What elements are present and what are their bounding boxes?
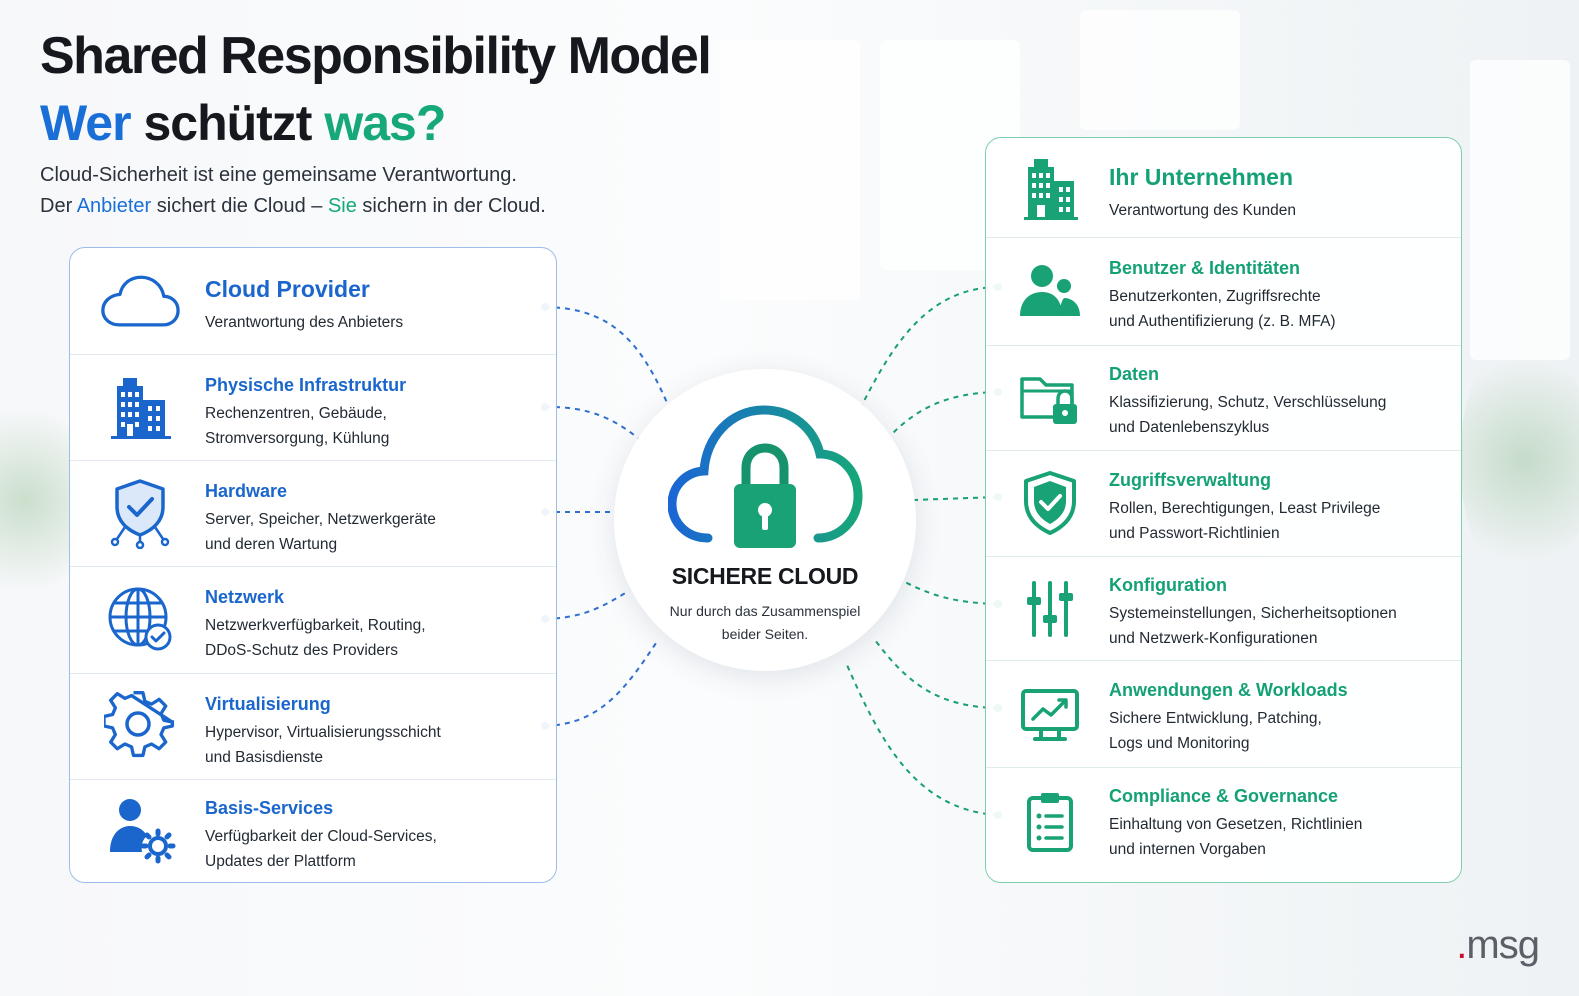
provider-item-virtualization: Virtualisierung Hypervisor, Virtualisier… bbox=[70, 673, 556, 779]
connector-virtualization bbox=[544, 639, 659, 727]
customer-title: Ihr Unternehmen bbox=[1109, 164, 1294, 190]
item-desc-line-1: Netzwerkverfügbarkeit, Routing, bbox=[205, 617, 426, 634]
page-title: Shared Responsibility Model bbox=[40, 27, 712, 85]
provider-panel: Cloud Provider Verantwortung des Anbiete… bbox=[69, 247, 557, 883]
subtitle-protects: schützt bbox=[130, 95, 325, 151]
item-desc-line-2: und Authentifizierung (z. B. MFA) bbox=[1109, 312, 1336, 330]
item-title: Anwendungen & Workloads bbox=[1109, 680, 1348, 700]
intro-text-part: Der bbox=[40, 195, 77, 217]
globe-icon bbox=[100, 583, 180, 655]
item-desc-line-1: Sichere Entwicklung, Patching, bbox=[1109, 710, 1322, 727]
item-title: Hardware bbox=[205, 481, 288, 501]
connector-users bbox=[861, 286, 999, 406]
building-icon bbox=[100, 371, 180, 443]
provider-item-base-services: Basis-Services Verfügbarkeit der Cloud-S… bbox=[70, 779, 556, 882]
item-desc-line-1: Systemeinstellungen, Sicherheitsoptionen bbox=[1109, 605, 1397, 622]
monitor-chart-icon bbox=[1010, 679, 1090, 751]
shield-check-icon bbox=[100, 477, 180, 549]
center-description: Nur durch das Zusammenspiel beider Seite… bbox=[669, 603, 861, 642]
item-desc-line-2: Logs und Monitoring bbox=[1109, 734, 1250, 752]
item-desc-line-2: und internen Vorgaben bbox=[1109, 840, 1266, 858]
provider-title: Cloud Provider bbox=[205, 276, 370, 302]
item-desc-line-2: Updates der Plattform bbox=[205, 852, 356, 870]
item-desc-line-1: Rechenzentren, Gebäude, bbox=[205, 405, 387, 422]
item-desc-line-1: Verfügbarkeit der Cloud-Services, bbox=[205, 828, 437, 845]
item-desc-line-2: und Passwort-Richtlinien bbox=[1109, 524, 1280, 542]
provider-item-physical: Physische Infrastruktur Rechenzentren, G… bbox=[70, 354, 556, 460]
customer-item-users: Benutzer & Identitäten Benutzerkonten, Z… bbox=[986, 237, 1461, 345]
intro-customer-word: Sie bbox=[327, 195, 357, 217]
logo-dot: . bbox=[1456, 923, 1467, 967]
item-title: Virtualisierung bbox=[205, 694, 331, 714]
item-title: Basis-Services bbox=[205, 798, 334, 818]
item-desc-line-1: Benutzerkonten, Zugriffsrechte bbox=[1109, 288, 1321, 305]
intro-line-1: Cloud-Sicherheit ist eine gemeinsame Ver… bbox=[40, 164, 517, 186]
clipboard-icon bbox=[1010, 786, 1090, 858]
shield-check-icon bbox=[1010, 467, 1090, 539]
subtitle-what: was? bbox=[324, 95, 446, 151]
customer-item-compliance: Compliance & Governance Einhaltung von G… bbox=[986, 767, 1461, 882]
cloud-icon bbox=[100, 266, 180, 338]
item-desc-line-2: und deren Wartung bbox=[205, 535, 338, 553]
intro-text: Cloud-Sicherheit ist eine gemeinsame Ver… bbox=[40, 160, 546, 222]
item-desc-line-1: Hypervisor, Virtualisierungsschicht bbox=[205, 724, 441, 741]
connector-provider-header bbox=[544, 306, 669, 406]
folder-lock-icon bbox=[1010, 362, 1090, 434]
msg-logo: .msg bbox=[1456, 923, 1540, 968]
cloud-lock-icon bbox=[667, 400, 864, 560]
provider-header: Cloud Provider Verantwortung des Anbiete… bbox=[70, 248, 556, 354]
item-title: Benutzer & Identitäten bbox=[1109, 258, 1301, 278]
provider-item-hardware: Hardware Server, Speicher, Netzwerkgerät… bbox=[70, 460, 556, 566]
logo-text: msg bbox=[1466, 923, 1540, 967]
intro-text-part: sichern in der Cloud. bbox=[356, 195, 546, 217]
connector-compliance bbox=[846, 664, 999, 816]
page-subtitle: Wer schützt was? bbox=[40, 92, 446, 154]
user-gear-icon bbox=[100, 794, 180, 866]
item-title: Physische Infrastruktur bbox=[205, 375, 407, 395]
connector-physical bbox=[544, 405, 639, 439]
customer-subtitle: Verantwortung des Kunden bbox=[1109, 202, 1296, 219]
item-title: Zugriffsverwaltung bbox=[1109, 470, 1272, 490]
item-desc-line-1: Klassifizierung, Schutz, Verschlüsselung bbox=[1109, 394, 1387, 411]
item-title: Daten bbox=[1109, 364, 1160, 384]
item-desc-line-2: Stromversorgung, Kühlung bbox=[205, 429, 390, 447]
company-building-icon bbox=[1010, 152, 1090, 224]
item-desc-line-2: DDoS-Schutz des Providers bbox=[205, 641, 398, 659]
customer-item-applications: Anwendungen & Workloads Sichere Entwickl… bbox=[986, 660, 1461, 767]
sliders-icon bbox=[1010, 573, 1090, 645]
provider-item-network: Netzwerk Netzwerkverfügbarkeit, Routing,… bbox=[70, 566, 556, 673]
gear-icon bbox=[100, 690, 180, 762]
customer-item-configuration: Konfiguration Systemeinstellungen, Siche… bbox=[986, 556, 1461, 660]
customer-item-data: Daten Klassifizierung, Schutz, Verschlüs… bbox=[986, 345, 1461, 450]
item-title: Konfiguration bbox=[1109, 575, 1227, 595]
customer-panel: Ihr Unternehmen Verantwortung des Kunden… bbox=[985, 137, 1462, 883]
connector-data bbox=[888, 391, 999, 438]
item-desc-line-1: Einhaltung von Gesetzen, Richtlinien bbox=[1109, 816, 1363, 833]
subtitle-who: Wer bbox=[40, 95, 132, 151]
connector-apps bbox=[874, 639, 999, 709]
item-desc-line-1: Server, Speicher, Netzwerkgeräte bbox=[205, 511, 436, 528]
intro-provider-word: Anbieter bbox=[76, 195, 152, 217]
center-title: SICHERE CLOUD bbox=[671, 563, 859, 589]
provider-subtitle: Verantwortung des Anbieters bbox=[205, 314, 404, 331]
customer-header: Ihr Unternehmen Verantwortung des Kunden bbox=[986, 138, 1461, 237]
intro-line-2: Der Anbieter sichert die Cloud – Sie sic… bbox=[40, 191, 546, 222]
item-desc-line-2: und Datenlebenszyklus bbox=[1109, 418, 1270, 436]
item-desc-line-2: und Basisdienste bbox=[205, 748, 324, 766]
item-desc-line-1: Rollen, Berechtigungen, Least Privilege bbox=[1109, 500, 1381, 517]
intro-text-part: sichert die Cloud – bbox=[151, 195, 328, 217]
users-icon bbox=[1010, 256, 1090, 328]
item-desc-line-2: und Netzwerk-Konfigurationen bbox=[1109, 629, 1318, 647]
item-title: Compliance & Governance bbox=[1109, 786, 1339, 806]
item-title: Netzwerk bbox=[205, 587, 285, 607]
customer-item-access: Zugriffsverwaltung Rollen, Berechtigunge… bbox=[986, 450, 1461, 556]
